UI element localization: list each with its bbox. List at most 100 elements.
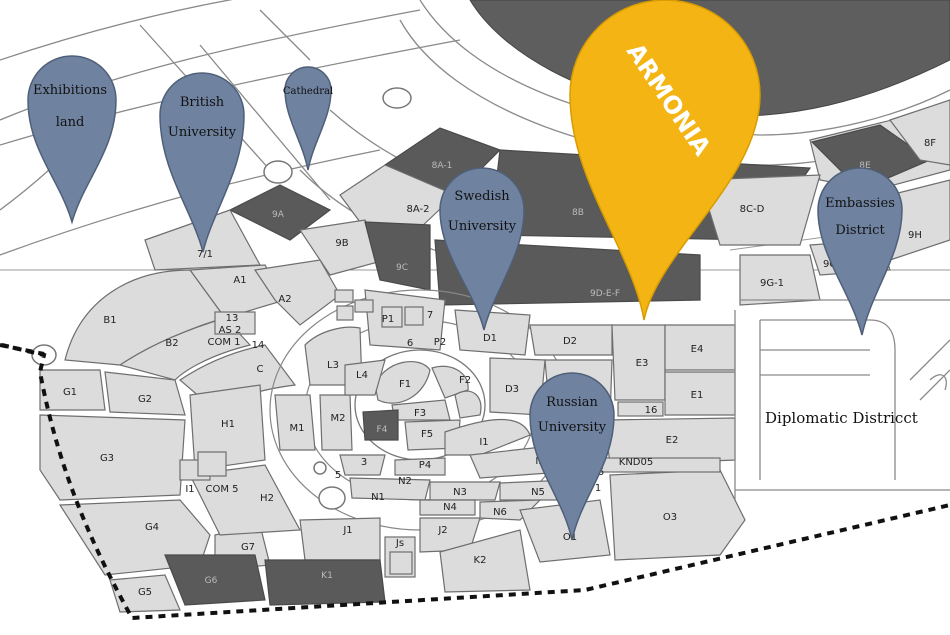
pin-cathedral[interactable]: Cathedral xyxy=(283,66,333,171)
central-rings xyxy=(264,289,746,606)
pin-label-line: University xyxy=(448,219,517,234)
plot-label: 9A xyxy=(272,210,285,220)
plot-label: 9C xyxy=(396,263,408,273)
plot-label: G4 xyxy=(145,522,159,533)
traffic-circles xyxy=(31,87,412,510)
plot-label: 8C-D xyxy=(740,204,765,215)
plot-label: P2 xyxy=(434,337,446,348)
plot-label: B2 xyxy=(165,338,178,349)
plot-label: C xyxy=(257,364,264,375)
plot-label: E1 xyxy=(691,390,704,401)
plot-label: O1 xyxy=(563,532,577,543)
pin-russian-university[interactable]: Russian University xyxy=(529,372,615,541)
plot-label: 5 xyxy=(335,470,341,481)
plot-label: 8F xyxy=(924,138,936,149)
plot-label: P4 xyxy=(419,460,431,471)
pin-label-line: Embassies xyxy=(825,196,895,211)
plot-label: 6 xyxy=(407,338,413,349)
pin-label-line: Swedish xyxy=(454,189,510,204)
plot-label: G6 xyxy=(205,576,218,586)
plot-label: D3 xyxy=(505,384,519,395)
plot-label: A1 xyxy=(233,275,246,286)
plot-label: 14 xyxy=(252,340,265,351)
plot-label: AS 2 xyxy=(219,325,242,336)
plot-label: COM 5 xyxy=(205,484,238,495)
western-plots xyxy=(39,269,301,613)
plot-label: 9G xyxy=(823,259,837,270)
pin-embassies-district[interactable]: Embassies District xyxy=(817,167,903,336)
pin-armonia[interactable]: ARMONIA xyxy=(569,0,761,321)
pin-label-line: University xyxy=(168,125,237,140)
plot-label: F1 xyxy=(399,379,411,390)
pin-swedish-university[interactable]: Swedish University xyxy=(439,167,525,331)
project-boundary xyxy=(1,343,950,621)
pin-exhibitions-land[interactable]: Exhibitions land xyxy=(27,55,117,225)
plot-label: K1 xyxy=(321,571,333,581)
plot-label: 8E xyxy=(859,161,871,171)
plot-label: 9H xyxy=(908,230,922,241)
plot-label: G3 xyxy=(100,453,114,464)
plot-label: E3 xyxy=(636,358,649,369)
diplomatic-district-roads xyxy=(734,299,950,500)
plot-label: F3 xyxy=(414,408,426,419)
plot-label: 8A-1 xyxy=(432,161,453,171)
pin-british-university[interactable]: British University xyxy=(159,72,245,253)
plot-label: N4 xyxy=(443,502,457,513)
plot-label: D2 xyxy=(563,336,577,347)
plot-label: G1 xyxy=(63,387,77,398)
plot-label: G2 xyxy=(138,394,152,405)
pin-label-line: Cathedral xyxy=(283,86,333,97)
plot-label: D1 xyxy=(483,333,497,344)
plot-label: H2 xyxy=(260,493,274,504)
plot-label: 1 xyxy=(595,483,601,494)
plot-label: G5 xyxy=(138,587,152,598)
pin-label-line: District xyxy=(835,223,885,238)
plot-label: 8B xyxy=(572,208,584,218)
plot-label: 9B xyxy=(335,238,348,249)
plot-label: 13 xyxy=(226,313,239,324)
plot-label: N5 xyxy=(531,487,545,498)
plot-label: 16 xyxy=(645,405,658,416)
plot-label: L3 xyxy=(327,360,339,371)
plot-label: K2 xyxy=(474,555,487,566)
plot-label: O3 xyxy=(663,512,677,523)
plot-label: A2 xyxy=(278,294,291,305)
building-clusters xyxy=(179,289,721,578)
diplomatic-district-label: Diplomatic Districct xyxy=(765,409,918,427)
plot-label: M2 xyxy=(331,413,346,424)
plot-label: N2 xyxy=(398,476,412,487)
plot-label: H1 xyxy=(221,419,235,430)
plot-label: P1 xyxy=(382,314,394,325)
plot-label: J2 xyxy=(437,525,447,536)
plot-label: I1 xyxy=(185,484,194,495)
plot-label: 8A-2 xyxy=(407,204,430,215)
plot-label: B1 xyxy=(103,315,116,326)
plot-label: L4 xyxy=(356,370,368,381)
plot-label: Js xyxy=(395,538,404,549)
pin-label-line: Russian xyxy=(546,395,598,410)
plot-label: F5 xyxy=(421,429,433,440)
pin-label-line: University xyxy=(538,420,607,435)
plot-label: 9G-1 xyxy=(760,278,784,289)
pin-label-line: land xyxy=(56,115,85,130)
plot-label: F4 xyxy=(377,425,388,435)
plot-label: N1 xyxy=(371,492,385,503)
plot-label: 7 xyxy=(427,310,433,321)
pin-label-line: Exhibitions xyxy=(33,83,107,98)
plot-label: J1 xyxy=(342,525,352,536)
plot-label: N6 xyxy=(493,507,507,518)
plot-label: F2 xyxy=(459,375,471,386)
plot-label: N3 xyxy=(453,487,467,498)
plot-label: E2 xyxy=(666,435,679,446)
plot-label: G7 xyxy=(241,542,255,553)
plot-label: 3 xyxy=(361,457,367,468)
plot-label: KND05 xyxy=(619,457,653,468)
plot-label: 7/1 xyxy=(197,249,213,260)
plot-labels: 8A-1 8A-2 8B 8C-D 8F 8E 9A 9B 9C 9D-E-F … xyxy=(63,138,936,598)
plot-label: E4 xyxy=(691,344,704,355)
plot-label: 9D-E-F xyxy=(590,289,620,299)
plot-label: COM 1 xyxy=(207,337,240,348)
pin-label-line: British xyxy=(180,95,225,110)
plot-label: I1 xyxy=(479,437,488,448)
